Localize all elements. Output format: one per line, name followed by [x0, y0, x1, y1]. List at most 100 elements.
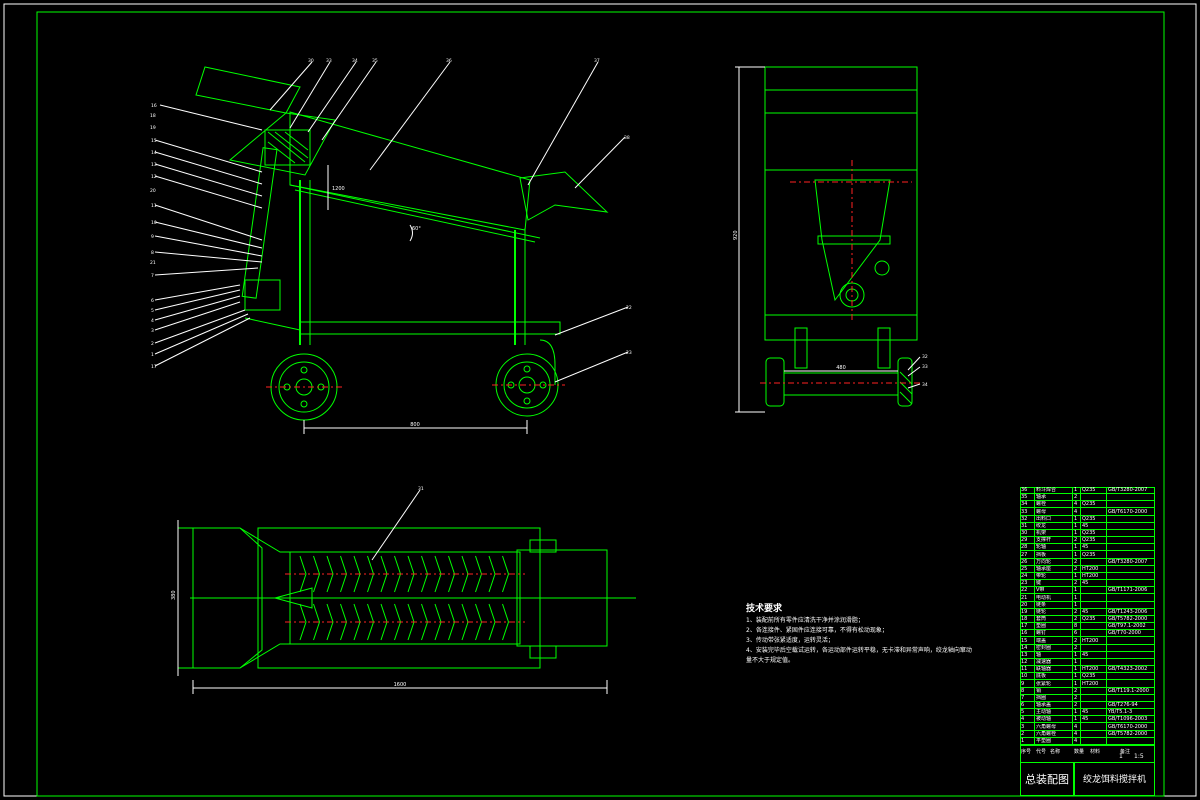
part-material: 45 [1082, 608, 1089, 615]
part-material: 45 [1082, 580, 1089, 587]
auger-flight [299, 555, 307, 593]
side-view-leaders [154, 61, 629, 383]
drive-column [241, 147, 278, 299]
part-material: Q235 [1082, 487, 1096, 493]
part-material: HT200 [1082, 637, 1099, 644]
part-qty: 1 [1074, 530, 1078, 536]
part-material: Q235 [1082, 515, 1096, 522]
part-name: 链轮 [1036, 608, 1047, 615]
callout-36: 36 [446, 58, 452, 64]
part-qty: 2 [1074, 637, 1078, 644]
part-code: GB/T1171-2006 [1108, 587, 1148, 594]
technical-requirements: 技术要求 1、装配前所有零件应清洗干净并涂润滑脂； 2、各连接件、紧固件应连接可… [746, 602, 976, 666]
auger-flight [299, 603, 307, 641]
part-material: 45 [1082, 522, 1089, 529]
part-no: 6 [1021, 702, 1025, 708]
callout-34-front: 34 [922, 382, 928, 388]
part-qty: 1 [1074, 515, 1078, 522]
part-qty: 2 [1074, 537, 1078, 544]
part-no: 35 [1021, 494, 1028, 501]
part-code: GB/T4323-2002 [1108, 666, 1148, 673]
callout-33: 33 [326, 58, 332, 64]
part-no: 28 [1021, 544, 1028, 551]
part-name: 底板 [1036, 673, 1047, 680]
callout-31: 31 [418, 486, 424, 492]
callout-37: 37 [594, 58, 600, 64]
part-qty: 4 [1074, 508, 1078, 515]
part-code: GB/T3280-2007 [1108, 487, 1148, 493]
col-divider [1034, 487, 1035, 745]
part-code: GB/T276-94 [1108, 702, 1138, 708]
callout-5: 5 [151, 308, 154, 314]
part-qty: 6 [1074, 630, 1078, 637]
part-name: 被动轴 [1036, 716, 1052, 723]
part-code: GB/T70-2000 [1108, 630, 1141, 637]
part-no: 19 [1021, 608, 1028, 615]
part-no: 21 [1021, 594, 1028, 601]
part-qty: 2 [1074, 558, 1078, 565]
dim-wheelbase: 800 [410, 422, 420, 428]
part-code: GB/T5782-2000 [1108, 616, 1148, 622]
part-no: 25 [1021, 565, 1028, 572]
part-name: 联轴器 [1036, 666, 1052, 673]
part-code: GB/T6170-2000 [1108, 723, 1148, 730]
parts-list-header: 序号 代号 名称 数量 材料 备注 [1020, 745, 1155, 762]
part-no: 17 [1021, 623, 1028, 630]
part-material: 45 [1082, 544, 1089, 551]
part-name: 垫圈 [1036, 623, 1047, 630]
callout-17: 17 [151, 364, 157, 370]
part-material: Q235 [1082, 501, 1096, 508]
part-material: Q235 [1082, 616, 1096, 622]
part-no: 29 [1021, 537, 1028, 544]
part-qty: 2 [1074, 580, 1078, 587]
part-qty: 4 [1074, 730, 1078, 737]
part-no: 34 [1021, 501, 1028, 508]
part-qty: 1 [1074, 709, 1078, 716]
part-qty: 1 [1074, 587, 1078, 594]
part-no: 1 [1021, 737, 1025, 744]
part-name: 挡板 [1036, 551, 1047, 558]
part-qty: 1 [1074, 666, 1078, 673]
part-no: 12 [1021, 659, 1028, 665]
part-no: 22 [1021, 587, 1028, 594]
callout-21: 21 [150, 260, 156, 266]
part-no: 4 [1021, 716, 1025, 723]
part-name: 平垫圈 [1036, 737, 1052, 744]
header-qty: 数量 [1074, 749, 1085, 755]
part-qty: 2 [1074, 702, 1078, 708]
part-material: Q235 [1082, 673, 1096, 680]
requirement-item: 2、各连接件、紧固件应连接可靠，不得有松动现象； [746, 627, 888, 634]
part-code: YB/T5.1-3 [1108, 709, 1133, 716]
part-name: 六角螺栓 [1036, 730, 1057, 737]
callout-18: 18 [150, 113, 156, 119]
part-no: 32 [1021, 515, 1028, 522]
part-code: GB/T5782-2000 [1108, 730, 1148, 737]
part-code: GB/T119.1-2000 [1108, 687, 1149, 694]
part-name: V带 [1036, 587, 1045, 594]
part-name: 销 [1036, 687, 1042, 694]
side-view: 800 1200 60° [154, 61, 629, 434]
dim-front-height: 920 [733, 230, 739, 240]
auger-trough [289, 111, 531, 231]
callout-7: 7 [151, 273, 154, 279]
callout-34: 34 [352, 58, 358, 64]
part-name: 轴承 [1036, 494, 1047, 501]
part-name: 六角螺母 [1036, 723, 1057, 730]
part-name: 料斗焊合 [1036, 487, 1057, 493]
part-qty: 1 [1074, 716, 1078, 723]
part-no: 8 [1021, 687, 1025, 694]
